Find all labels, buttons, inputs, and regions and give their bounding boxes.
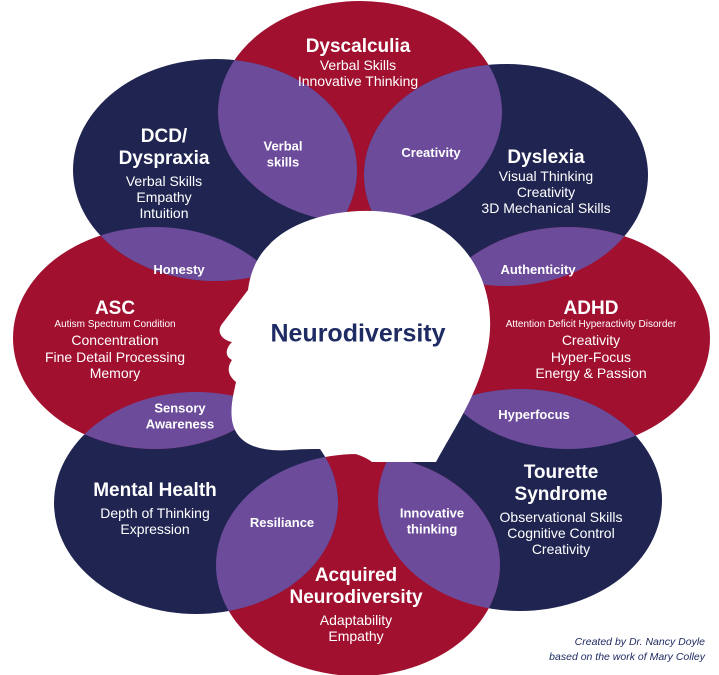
dyscalculia-trait: Verbal Skills bbox=[319, 57, 397, 74]
credit-line: Created by Dr. Nancy Doyle bbox=[574, 635, 705, 648]
dyslexia-trait: Visual Thinking bbox=[498, 168, 594, 185]
credit-note: Created by Dr. Nancy Doyle based on the … bbox=[549, 635, 705, 665]
adhd-trait: Creativity bbox=[561, 332, 621, 349]
dcd-title: Dyspraxia bbox=[118, 147, 210, 169]
asc-title: ASC bbox=[94, 298, 136, 319]
asc-block: ASC Autism Spectrum Condition Concentrat… bbox=[45, 298, 185, 381]
tourette-trait: Observational Skills bbox=[499, 508, 623, 525]
overlap-resiliance: Resiliance bbox=[250, 515, 314, 531]
overlap-verbal-skills-line: skills bbox=[266, 154, 300, 169]
center-title: Neurodiversity bbox=[270, 319, 446, 348]
overlap-hyperfocus-line: Hyperfocus bbox=[498, 407, 570, 423]
overlap-sensory-awareness-line: Sensory bbox=[154, 400, 206, 416]
adhd-subtitle: Attention Deficit Hyperactivity Disorder bbox=[505, 319, 677, 331]
overlap-creativity-line: Creativity bbox=[401, 145, 461, 161]
adhd-block: ADHD Attention Deficit Hyperactivity Dis… bbox=[506, 298, 677, 381]
overlap-innovative-thinking-line: Innovative bbox=[399, 505, 465, 521]
tourette-block: Tourette Syndrome Observational Skills C… bbox=[500, 462, 623, 557]
credit-line: based on the work of Mary Colley bbox=[549, 650, 705, 663]
overlap-innovative-thinking-line: thinking bbox=[406, 521, 458, 536]
tourette-trait: Cognitive Control bbox=[507, 524, 615, 541]
overlap-creativity: Creativity bbox=[401, 145, 460, 161]
acquired-title: Acquired bbox=[314, 565, 398, 586]
overlap-innovative-thinking: Innovative thinking bbox=[400, 505, 464, 536]
overlap-hyperfocus: Hyperfocus bbox=[498, 407, 570, 423]
tourette-title: Syndrome bbox=[514, 483, 608, 505]
adhd-trait: Energy & Passion bbox=[535, 364, 647, 381]
asc-trait: Concentration bbox=[71, 332, 159, 349]
dyslexia-trait: Creativity bbox=[516, 184, 576, 201]
overlap-authenticity: Authenticity bbox=[500, 262, 575, 278]
overlap-honesty-line: Honesty bbox=[153, 262, 205, 278]
mental-health-trait: Expression bbox=[120, 521, 190, 538]
overlap-authenticity-line: Authenticity bbox=[500, 262, 576, 278]
dyscalculia-block: Dyscalculia Verbal Skills Innovative Thi… bbox=[298, 36, 418, 89]
dcd-trait: Verbal Skills bbox=[125, 172, 203, 189]
asc-subtitle: Autism Spectrum Condition bbox=[54, 319, 176, 331]
asc-trait: Fine Detail Processing bbox=[44, 348, 186, 365]
mental-health-title: Mental Health bbox=[93, 480, 217, 501]
dcd-trait: Empathy bbox=[136, 188, 192, 205]
dcd-block: DCD/ Dyspraxia Verbal Skills Empathy Int… bbox=[119, 126, 210, 221]
acquired-trait: Adaptability bbox=[319, 611, 393, 628]
dyslexia-trait: 3D Mechanical Skills bbox=[481, 200, 611, 217]
tourette-trait: Creativity bbox=[531, 540, 591, 557]
adhd-trait: Hyper-Focus bbox=[550, 348, 632, 365]
head-silhouette-icon bbox=[219, 210, 491, 462]
overlap-verbal-skills-line: Verbal bbox=[263, 138, 303, 154]
overlap-honesty: Honesty bbox=[153, 262, 204, 278]
mental-health-block: Mental Health Depth of Thinking Expressi… bbox=[93, 480, 217, 537]
asc-trait: Memory bbox=[89, 364, 141, 381]
acquired-block: Acquired Neurodiversity Adaptability Emp… bbox=[289, 565, 422, 644]
overlap-verbal-skills: Verbal skills bbox=[263, 138, 302, 169]
mental-health-trait: Depth of Thinking bbox=[100, 505, 210, 522]
adhd-title: ADHD bbox=[563, 298, 619, 319]
dyscalculia-title: Dyscalculia bbox=[305, 36, 411, 57]
dyscalculia-trait: Innovative Thinking bbox=[297, 73, 419, 90]
dyslexia-title: Dyslexia bbox=[507, 147, 585, 168]
acquired-trait: Empathy bbox=[328, 627, 384, 644]
overlap-sensory-awareness: Sensory Awareness bbox=[146, 400, 214, 431]
acquired-title: Neurodiversity bbox=[289, 586, 423, 608]
dcd-title: DCD/ bbox=[140, 126, 188, 147]
overlap-resiliance-line: Resiliance bbox=[249, 515, 315, 531]
overlap-sensory-awareness-line: Awareness bbox=[145, 416, 215, 431]
tourette-title: Tourette bbox=[523, 462, 599, 483]
dcd-trait: Intuition bbox=[139, 204, 189, 221]
dyslexia-block: Dyslexia Visual Thinking Creativity 3D M… bbox=[481, 147, 610, 217]
